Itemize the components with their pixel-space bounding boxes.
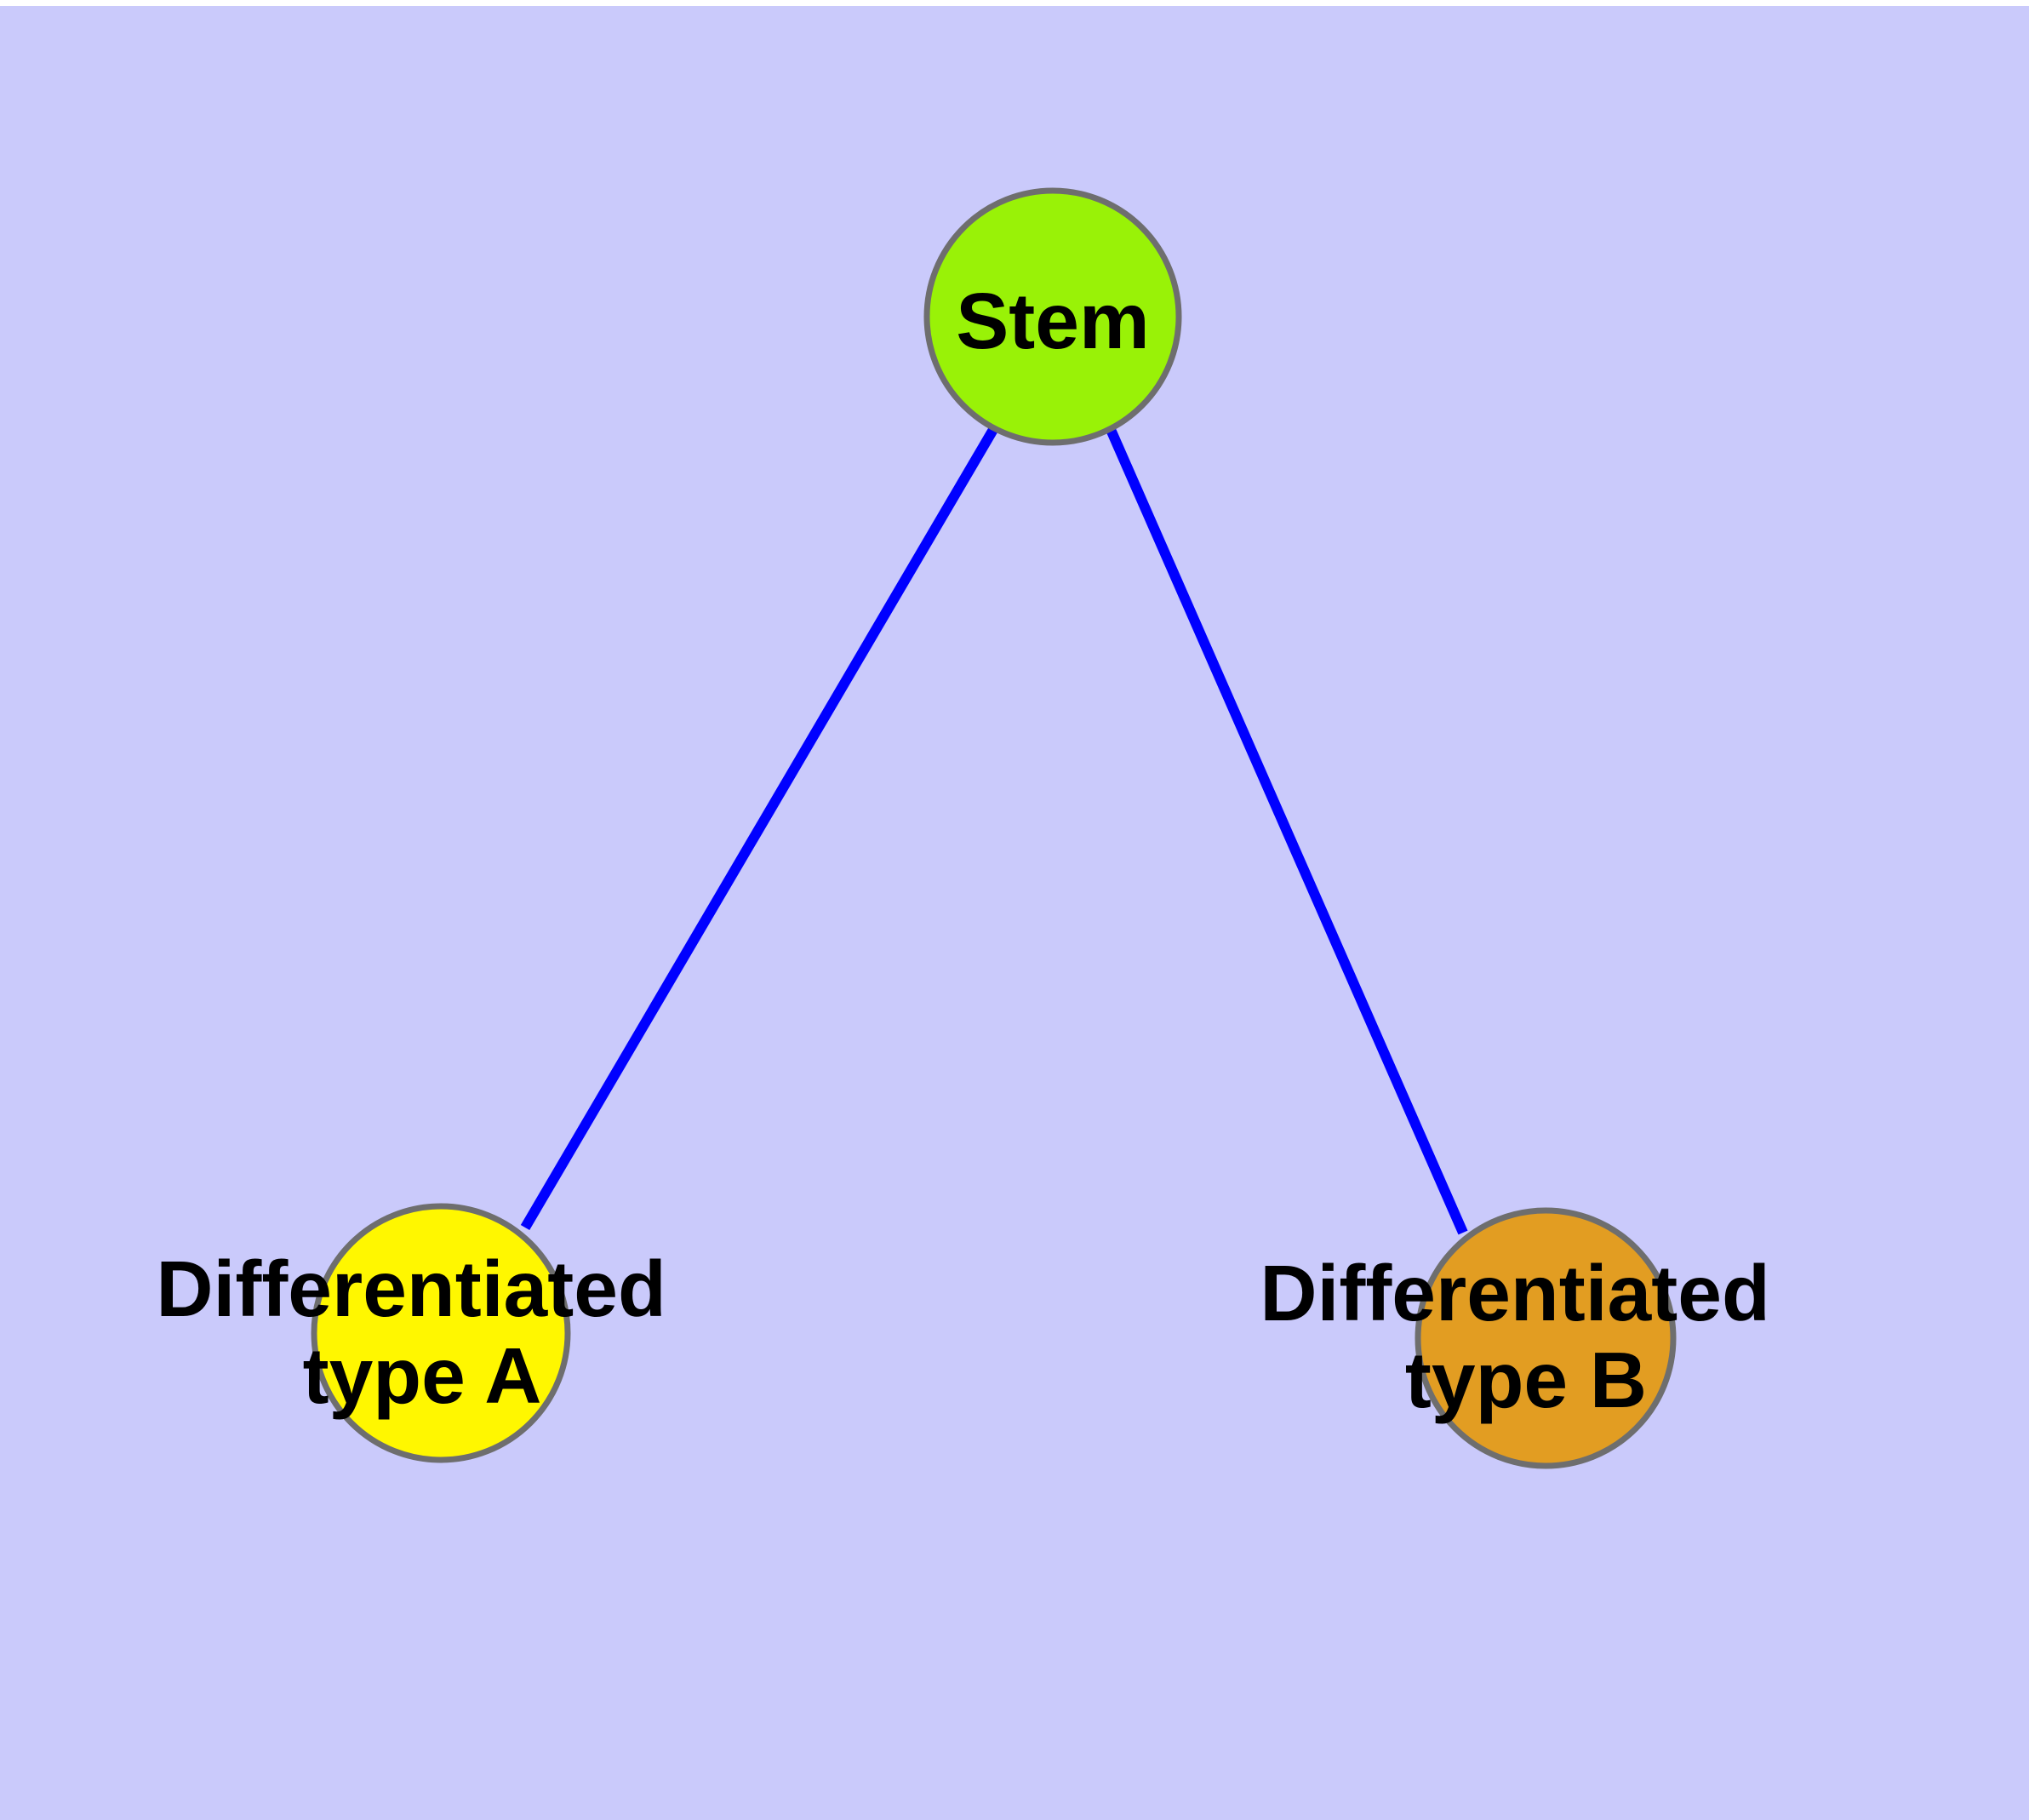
node-stem-circle[interactable] [923,187,1182,446]
label-group: Stem Differentiated type A Differentiate… [156,277,1792,1424]
edge-group [520,423,1468,1235]
edge-stem-to-differentiated-type-b[interactable] [1104,423,1468,1235]
node-differentiated-type-b-label: Differentiated type B [1260,1249,1792,1424]
node-stem-label-line-1: Stem [956,277,1149,365]
node-differentiated-type-b-circle[interactable] [1415,1207,1677,1469]
node-differentiated-type-a-circle[interactable] [311,1203,571,1463]
node-differentiated-type-a-label: Differentiated type A [156,1245,688,1420]
node-differentiated-type-a-label-line-2: type A [303,1331,542,1420]
node-differentiated-type-b-label-line-2: type B [1405,1336,1647,1424]
edge-stem-to-differentiated-type-a[interactable] [520,425,999,1231]
node-group [311,187,1677,1469]
node-stem-label: Stem [956,277,1149,365]
node-differentiated-type-a-label-line-1: Differentiated [156,1245,666,1333]
node-differentiated-type-b-label-line-1: Differentiated [1260,1249,1769,1337]
